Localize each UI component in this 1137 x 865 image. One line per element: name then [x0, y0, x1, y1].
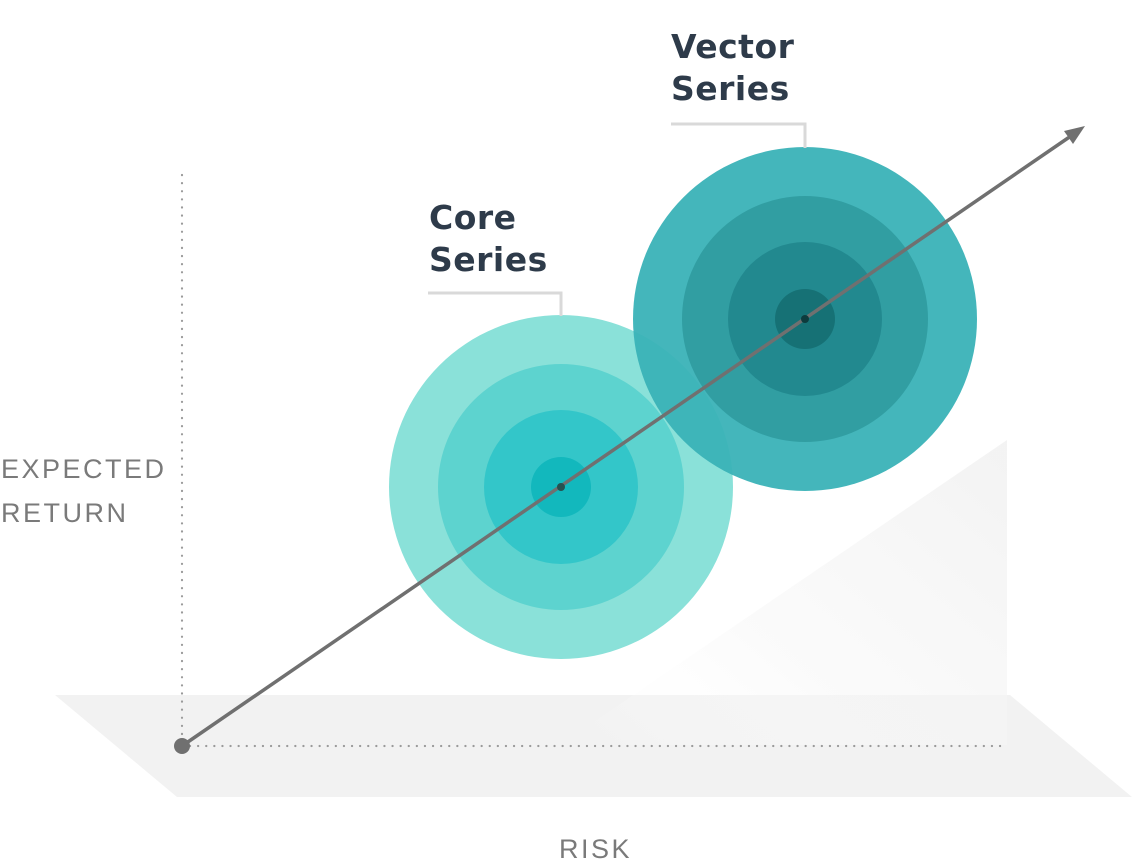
- core-series-label-line1: Core: [429, 198, 517, 237]
- core-center-dot: [557, 483, 565, 491]
- vector-series-label-line2: Series: [671, 69, 790, 108]
- trend-arrow-head: [1064, 126, 1085, 144]
- y-axis-label-expected: EXPECTED: [1, 454, 167, 484]
- vector-center-dot: [801, 315, 809, 323]
- origin-dot: [174, 738, 190, 754]
- back-wall-shading: [560, 440, 1007, 745]
- x-axis-label-risk: RISK: [559, 834, 633, 864]
- core-label-leader: [428, 291, 563, 316]
- trend-arrow-line: [180, 136, 1070, 748]
- core-series-label-line2: Series: [429, 240, 548, 279]
- vector-series-label-line1: Vector: [671, 27, 795, 66]
- vector-label-leader: [671, 122, 807, 148]
- y-axis-label-return: RETURN: [1, 498, 129, 528]
